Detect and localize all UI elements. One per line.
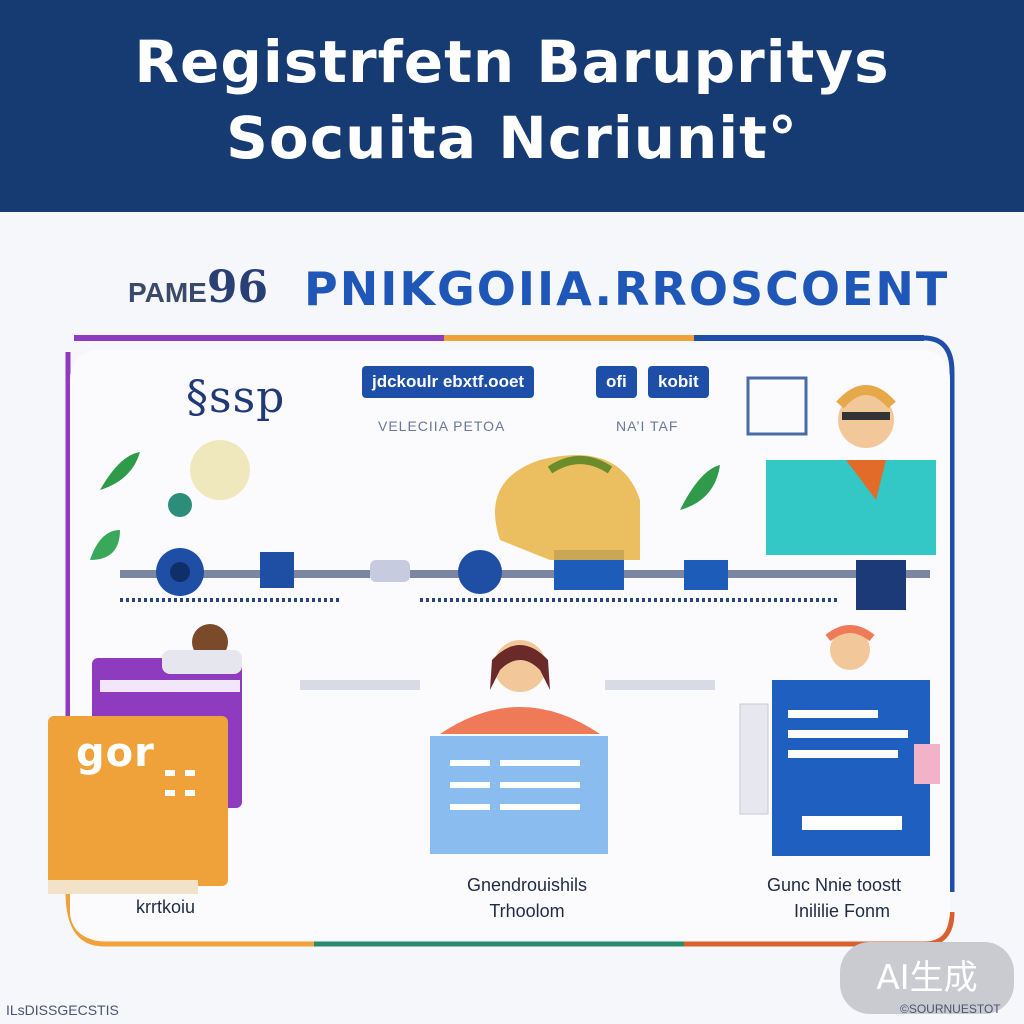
center-card-caption-2: Trhoolom [489,901,565,921]
leaf-icon [90,530,120,560]
chip-3: kobit [648,366,709,398]
chip-1: jdckoulr ebxtf.ooet [362,366,535,398]
subheader-title: PNIKGOIIA.RROSCOENT [304,262,950,316]
leaf-icon [680,465,720,510]
subheader-label: PAME [128,277,207,308]
illustration-frame [65,335,955,947]
left-card-title: gor [76,730,155,776]
center-card-caption-1: Gnendrouishils [466,875,588,895]
left-card-caption: krrtkoiu [136,897,196,917]
footer-left: ILsDISSGECSTIS [6,1002,119,1018]
label-dna: NA’I TAF [616,418,679,434]
chip-2: ofi [596,366,637,398]
teal-board [766,460,936,555]
footer-right: ©SOURNUESTOT [900,1002,1001,1016]
logo-text: §ssp [186,372,286,423]
right-card-caption-2: Inililie Fonm [793,901,891,921]
left-card-group [48,624,242,894]
center-card-group [300,640,715,854]
right-card-caption-1: Gunc Nnie toostt [766,875,902,895]
label-vel: VELECIIA PETOA [378,418,506,434]
header-title-line1: Registrfetn Barupritys [134,28,890,96]
ai-generated-badge: AI生成 [840,942,1014,1014]
top-scene [90,376,936,610]
header-title-line2: Socuita Ncriunit° [226,104,798,172]
subheader-left: PAME96 [128,262,268,313]
subheader-number: 96 [206,262,269,313]
leaf-icon [100,452,140,490]
right-card-group [739,625,940,856]
header-banner: Registrfetn Barupritys Socuita Ncriunit° [0,0,1024,212]
